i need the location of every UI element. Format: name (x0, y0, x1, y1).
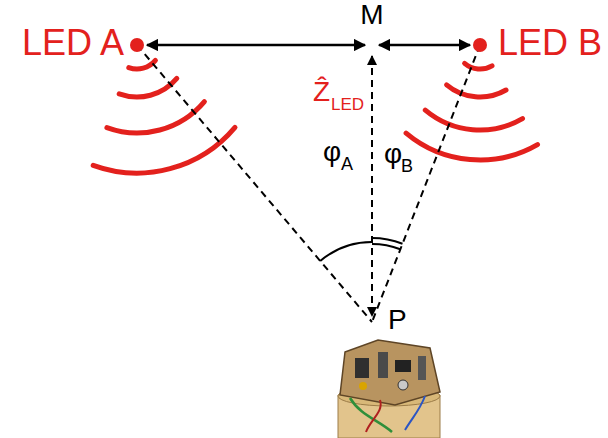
midpoint-label: M (360, 1, 383, 29)
wave-arc (425, 110, 522, 130)
sight-line (137, 45, 372, 322)
sight-line (372, 45, 480, 322)
angle-symbol: φ (323, 138, 341, 166)
axis-subscript: LED (331, 96, 364, 113)
wave-arc (406, 133, 537, 160)
wave-arc (107, 102, 204, 133)
wave-arc (447, 85, 506, 97)
robot-part (398, 380, 408, 390)
robot-wire (405, 396, 425, 430)
led-label: LED A (22, 25, 124, 61)
distance-arrow (379, 44, 470, 47)
robot-part (418, 356, 426, 380)
wave-arc (465, 63, 492, 69)
led-label: LED B (498, 25, 602, 61)
axis-arrow (371, 56, 373, 316)
robot-part (378, 352, 388, 378)
robot-wire (350, 398, 392, 432)
led-dot (473, 38, 487, 52)
wave-arc (129, 60, 156, 69)
point-label: P (388, 306, 407, 334)
robot-board (340, 340, 440, 405)
robot-part (395, 360, 411, 372)
emission-waves (406, 63, 537, 160)
distance-arrow (147, 44, 365, 47)
angle-arc (372, 244, 400, 249)
angle-subscript: B (401, 157, 413, 175)
angle-arc (372, 238, 403, 244)
wave-arc (93, 127, 235, 173)
angle-symbol: φ (384, 140, 402, 168)
robot-wire (366, 400, 381, 432)
angle-subscript: A (341, 155, 353, 173)
robot-part (355, 358, 369, 378)
robot-part (359, 382, 367, 390)
robot-picture (338, 340, 440, 438)
axis-symbol: Ẑ (313, 78, 330, 106)
angle-arc (320, 242, 372, 261)
led-dot (130, 38, 144, 52)
wave-arc (119, 78, 177, 97)
